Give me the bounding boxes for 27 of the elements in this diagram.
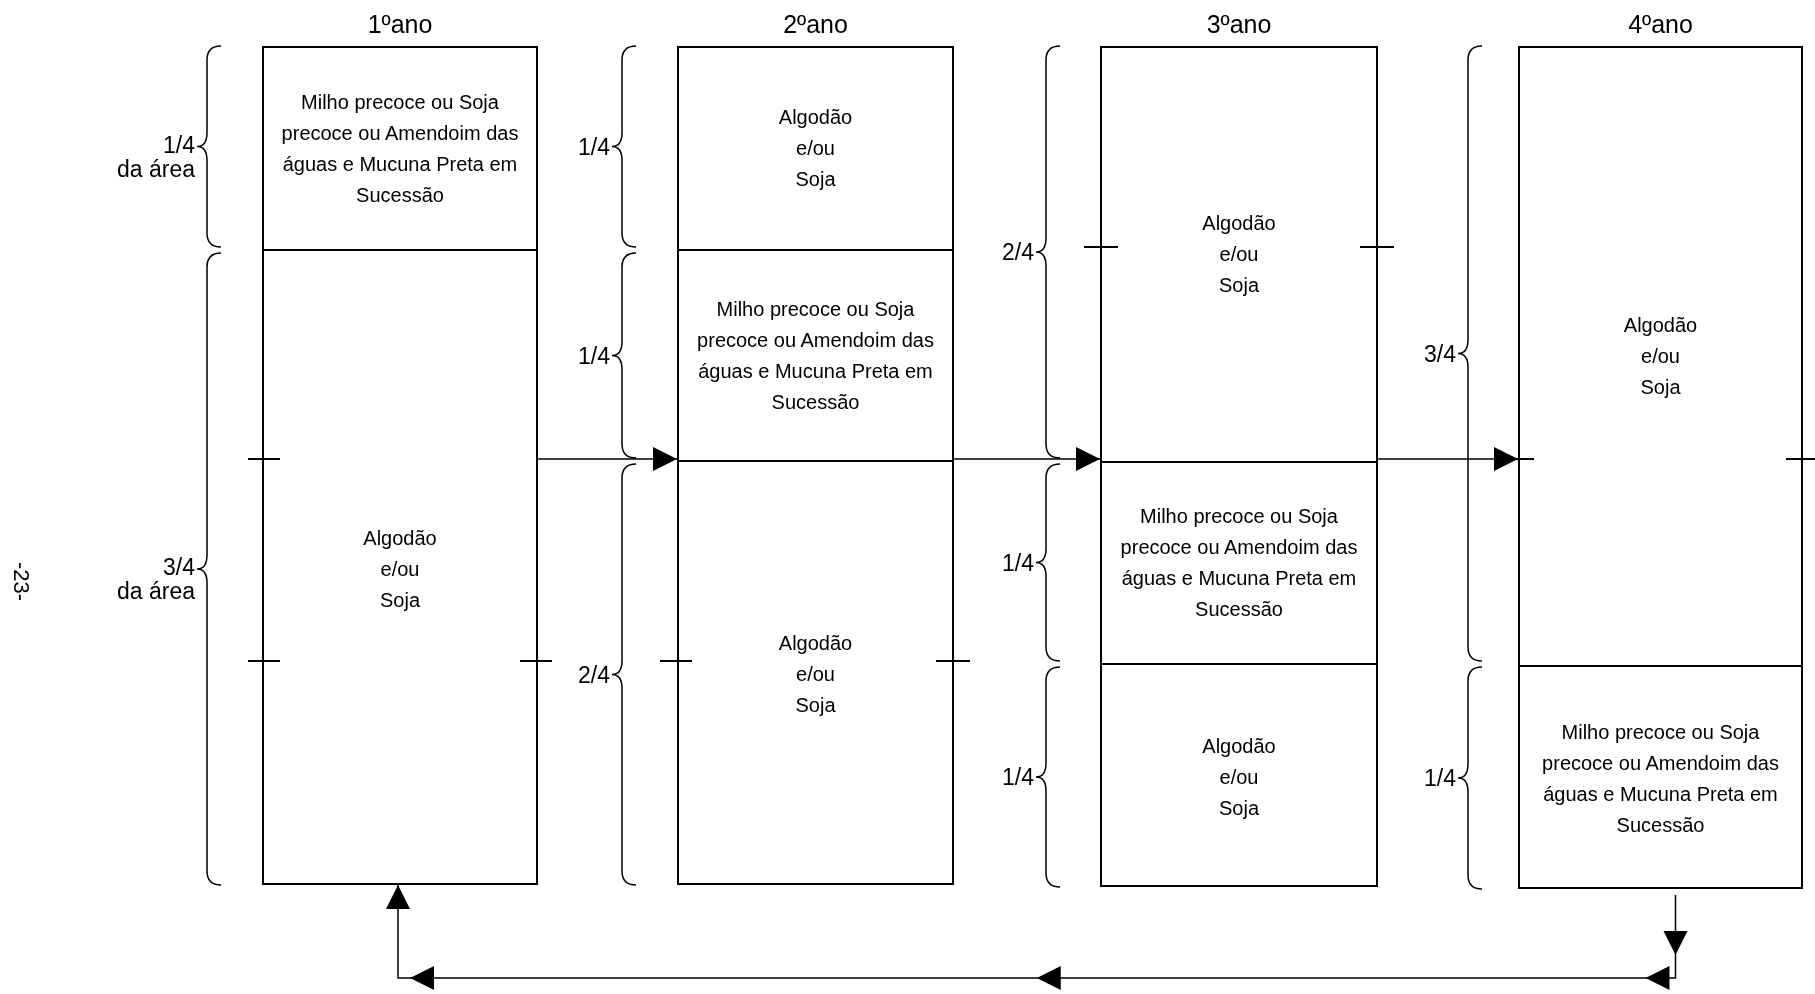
year-heading: 4ºano xyxy=(1628,9,1693,40)
area-fraction-label: 1/4 xyxy=(578,343,610,368)
area-fraction-label: 3/4 xyxy=(1424,341,1456,366)
crop-label: Algodão e/ou Soja xyxy=(1201,211,1277,298)
area-fraction-label: 2/4 xyxy=(1002,240,1034,264)
crop-label: Milho precoce ou Soja precoce ou Amendoim das águas e Mucuna Preta em Sucessão xyxy=(1541,720,1780,838)
page-number: -23- xyxy=(8,561,36,602)
crop-label: Algodão e/ou Soja xyxy=(1201,733,1277,821)
crop-label: Milho precoce ou Soja precoce ou Amendoim das águas e Mucuna Preta em Sucessão xyxy=(280,89,520,208)
crop-label: Algodão e/ou Soja xyxy=(777,105,854,192)
year-heading: 2ºano xyxy=(783,9,848,40)
area-fraction-label: 1/4 xyxy=(1002,765,1034,789)
crop-label: Algodão e/ou Soja xyxy=(1622,313,1699,400)
area-fraction-label: da área xyxy=(117,579,195,603)
area-fraction-label: da área xyxy=(117,156,195,181)
area-fraction-label: 1/4 xyxy=(578,134,610,159)
area-fraction-label: 1/4 xyxy=(1424,766,1456,790)
crop-label: Milho precoce ou Soja precoce ou Amendoim das águas e Mucuna Preta em Sucessão xyxy=(696,296,935,415)
year-heading: 3ºano xyxy=(1206,9,1272,40)
area-fraction-label: 1/4 xyxy=(1002,550,1034,575)
crop-label: Algodão e/ou Soja xyxy=(777,631,854,718)
year-heading: 1ºano xyxy=(367,9,433,40)
area-fraction-label: 3/4 xyxy=(163,555,195,579)
crop-label: Algodão e/ou Soja xyxy=(362,525,438,613)
area-fraction-label: 1/4 xyxy=(163,132,195,157)
area-fraction-label: 2/4 xyxy=(578,662,610,687)
crop-label: Milho precoce ou Soja precoce ou Amendoim das águas e Mucuna Preta em Sucessão xyxy=(1119,504,1359,622)
